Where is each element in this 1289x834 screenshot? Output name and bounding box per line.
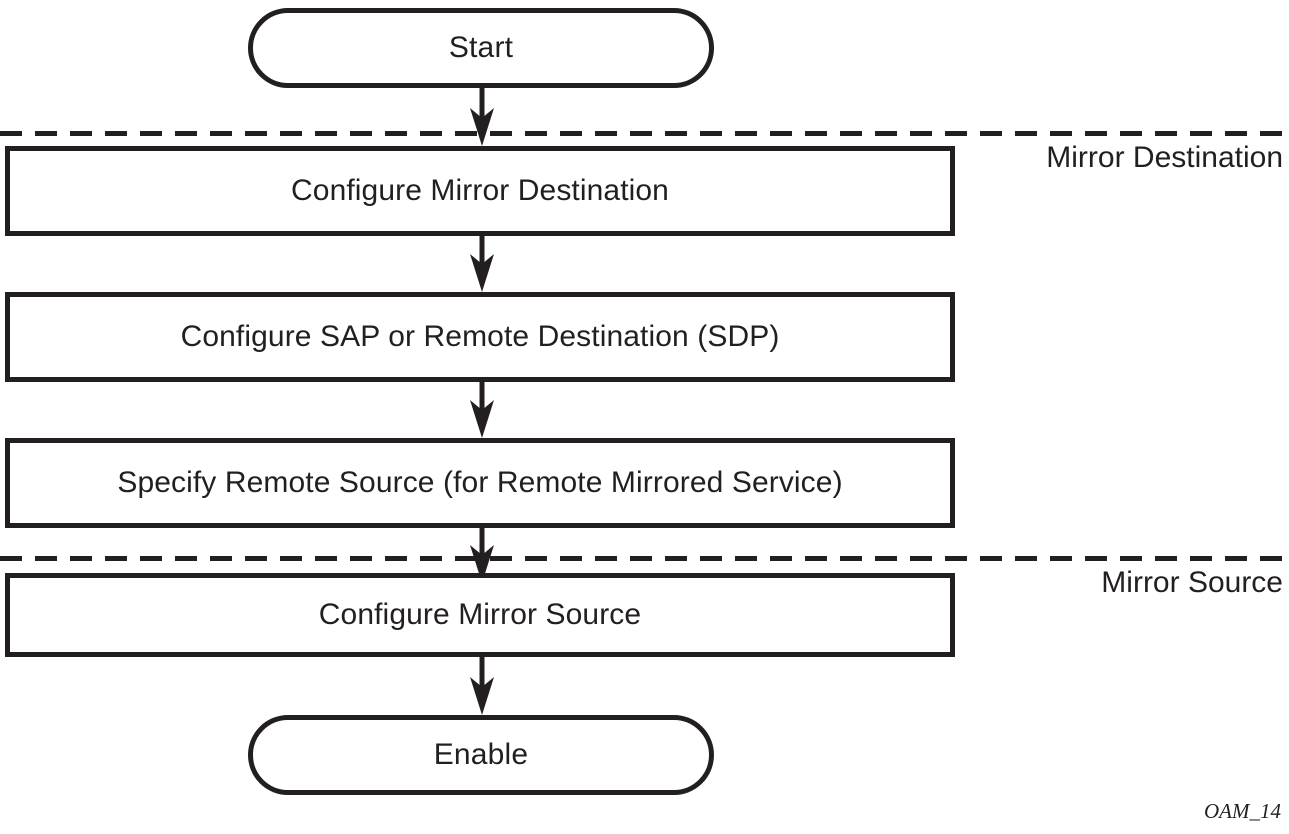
node-start[interactable]: Start xyxy=(248,8,714,88)
zone-label-mirror-source: Mirror Source xyxy=(1101,566,1283,599)
node-configure-mirror-source[interactable]: Configure Mirror Source xyxy=(5,573,955,657)
node-configure-mirror-source-label: Configure Mirror Source xyxy=(318,598,642,631)
node-specify-remote-source-label: Specify Remote Source (for Remote Mirror… xyxy=(117,466,843,499)
separator-mirror-destination xyxy=(0,131,1289,136)
separator-mirror-source xyxy=(0,556,1289,561)
node-enable-label: Enable xyxy=(433,738,529,771)
figure-caption: OAM_14 xyxy=(1204,799,1281,823)
node-configure-sap-or-remote-destination[interactable]: Configure SAP or Remote Destination (SDP… xyxy=(5,292,955,382)
node-enable[interactable]: Enable xyxy=(248,715,714,795)
node-configure-mirror-destination[interactable]: Configure Mirror Destination xyxy=(5,146,955,236)
node-configure-mirror-destination-label: Configure Mirror Destination xyxy=(291,174,669,207)
node-start-label: Start xyxy=(448,31,514,64)
zone-label-mirror-destination: Mirror Destination xyxy=(1046,141,1283,174)
node-specify-remote-source[interactable]: Specify Remote Source (for Remote Mirror… xyxy=(5,438,955,528)
node-configure-sap-or-remote-destination-label: Configure SAP or Remote Destination (SDP… xyxy=(180,320,780,353)
